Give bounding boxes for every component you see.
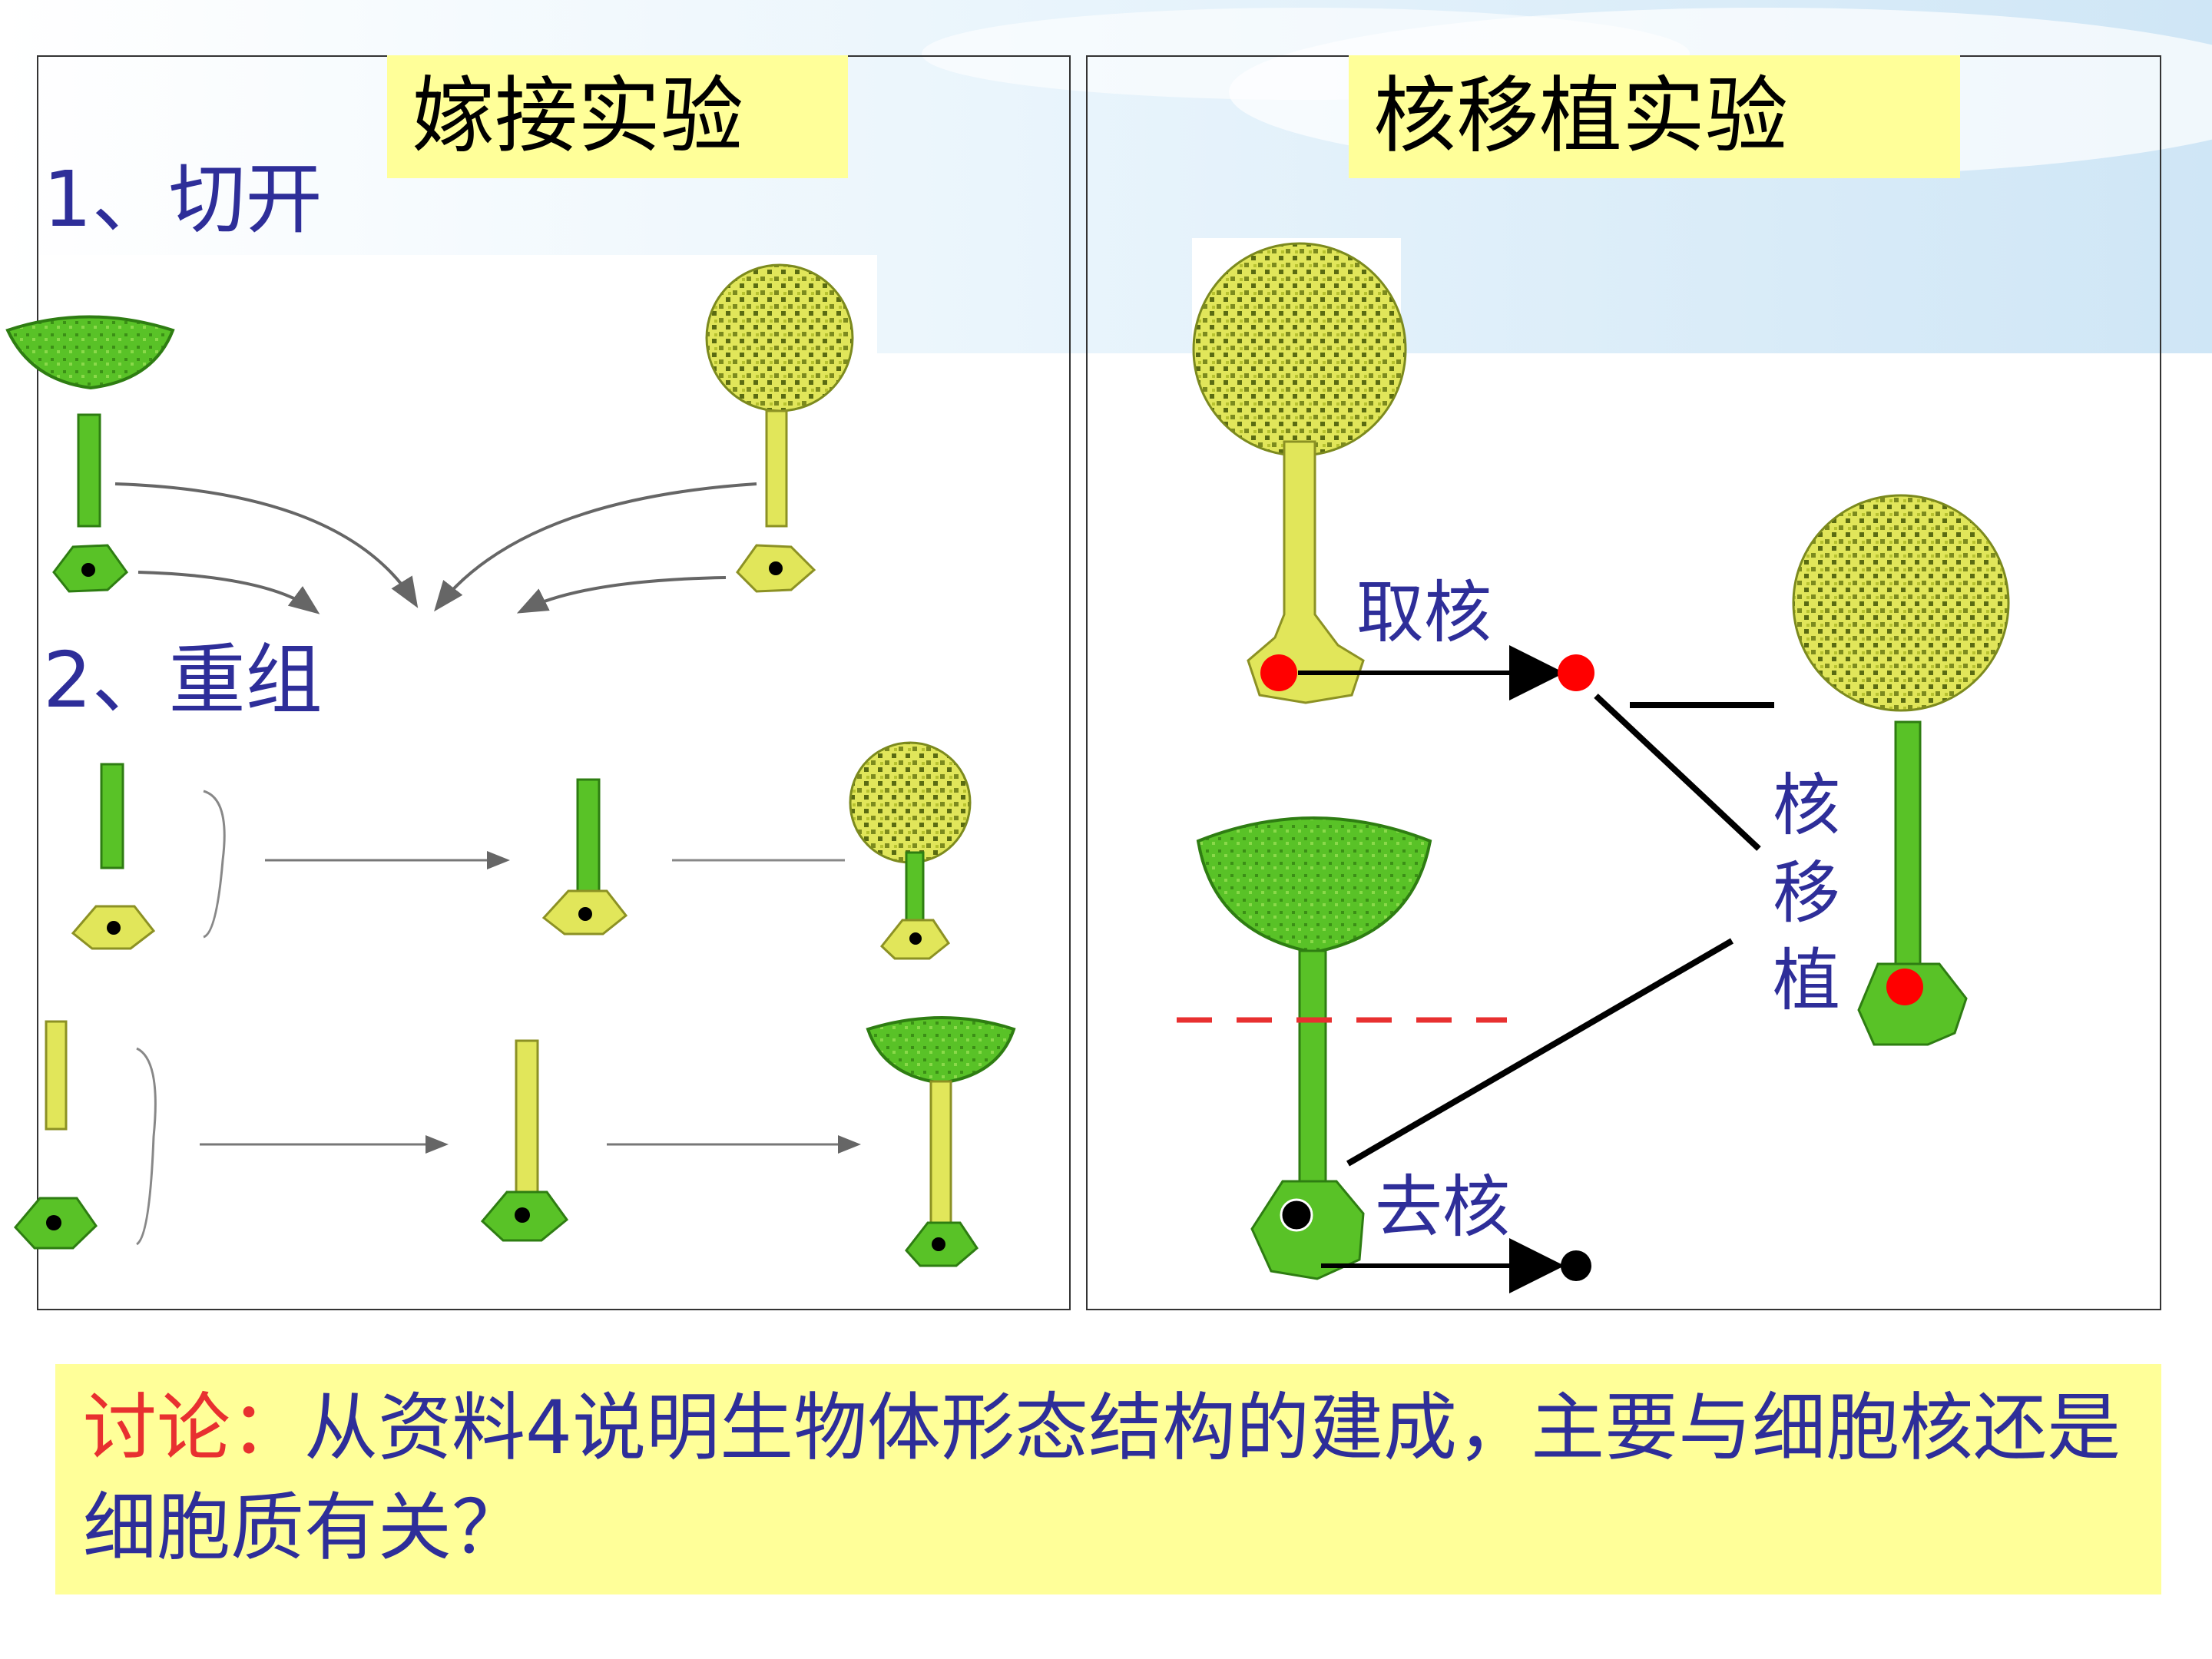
discussion-text: 从资料4说明生物体形态结构的建成，主要与细胞核还是细胞质有关？	[83, 1385, 2121, 1571]
transplanted-nucleus	[1886, 969, 1923, 1005]
step-cut-label: 1、切开	[43, 154, 323, 246]
cut-yellow-stalk	[767, 411, 786, 526]
take-nucleus-label: 取核	[1356, 575, 1492, 651]
nucleus-donor	[1260, 654, 1297, 691]
transplant-label-char: 核	[1773, 763, 1840, 848]
nuclear-transplant-title: 核移植实验	[1349, 55, 1960, 178]
removed-nucleus	[1561, 1250, 1591, 1281]
discussion-box: 讨论：从资料4说明生物体形态结构的建成，主要与细胞核还是细胞质有关？	[55, 1364, 2161, 1594]
grafting-title: 嫁接实验	[387, 55, 848, 178]
remove-nucleus-label: 去核	[1375, 1169, 1510, 1246]
step-recombine-label: 2、重组	[43, 634, 323, 727]
transplant-label-char: 植	[1773, 939, 1840, 1023]
cut-green-stalk	[78, 415, 100, 526]
extracted-nucleus	[1558, 654, 1594, 691]
discussion-label: 讨论：	[83, 1385, 304, 1471]
cut-umbrella-cap	[707, 265, 853, 411]
transplant-label-char: 移	[1773, 851, 1840, 935]
